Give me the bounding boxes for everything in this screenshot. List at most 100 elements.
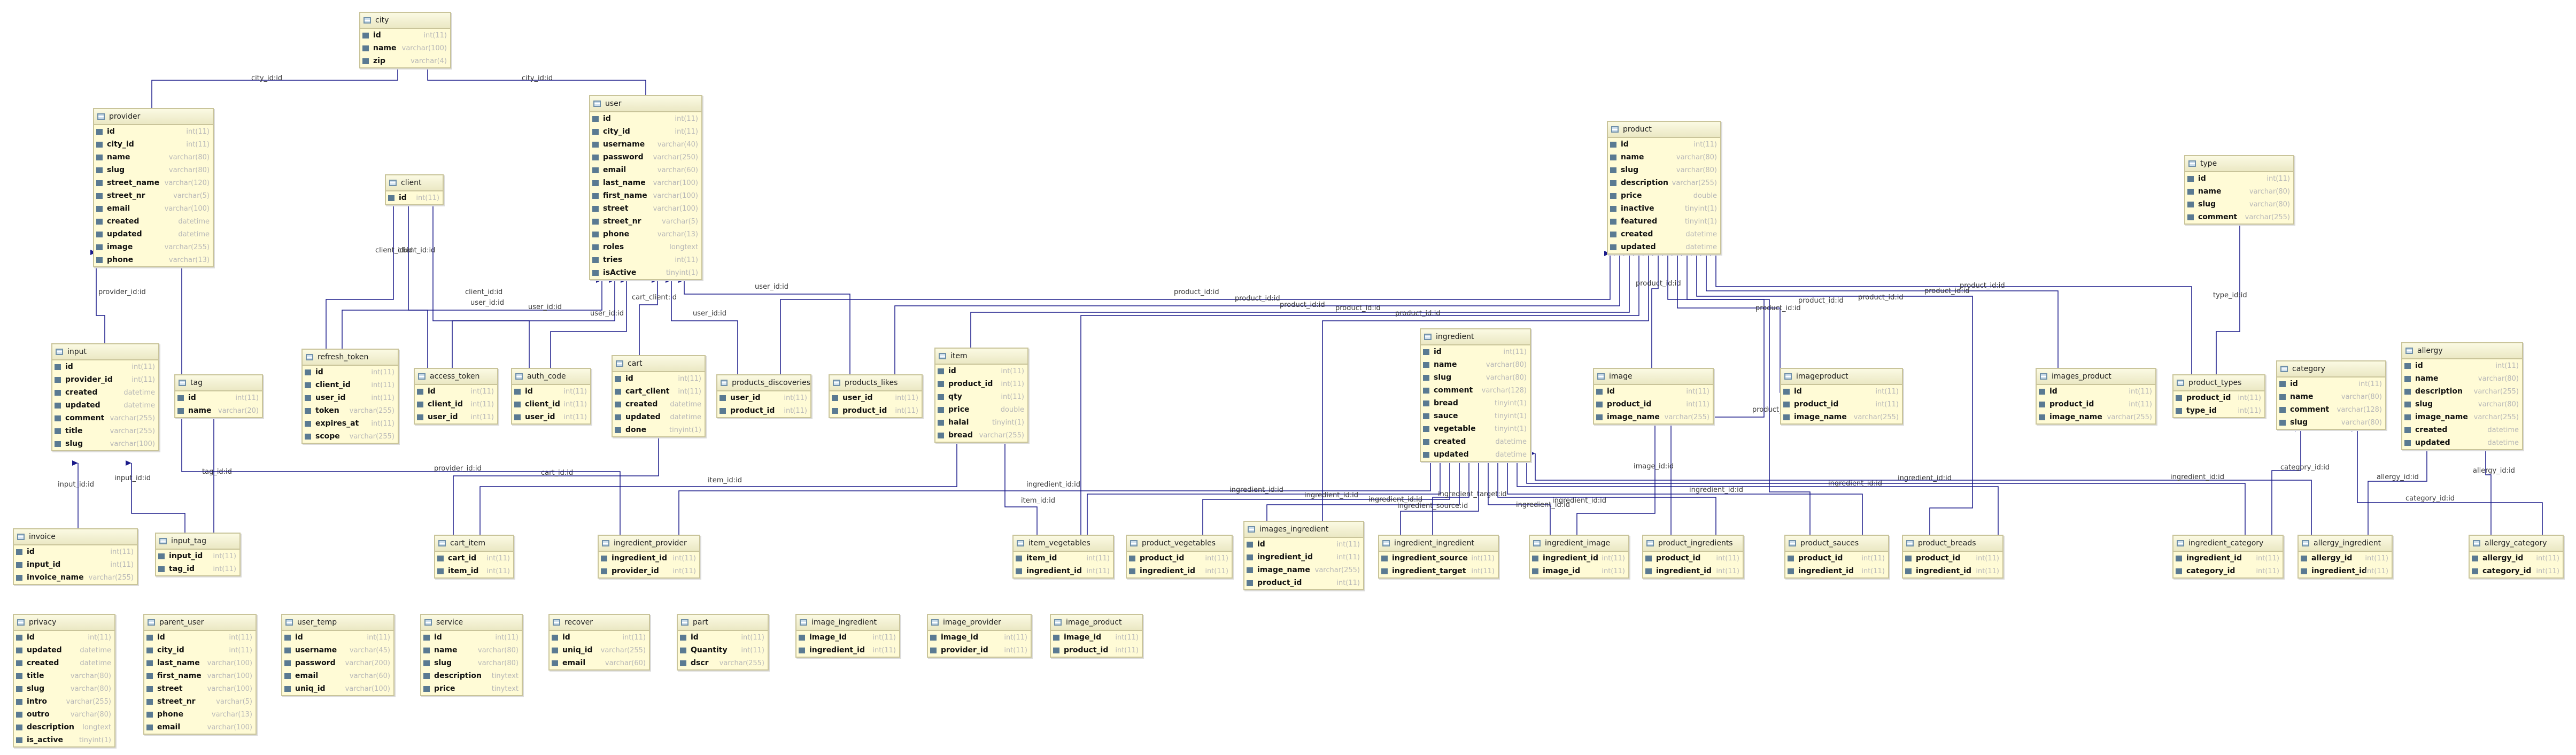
column-name: street [603, 204, 629, 213]
relation-line [678, 278, 850, 374]
table-name: city [375, 16, 389, 25]
column-icon [16, 574, 22, 581]
column-type: int(11) [371, 419, 394, 428]
column-type: tinyint(1) [669, 426, 701, 434]
column-type: datetime [1495, 437, 1527, 446]
column-name: id [434, 633, 442, 642]
table-name: products_discoveries [732, 379, 810, 387]
column-name: id [157, 633, 165, 642]
table-icon [681, 619, 689, 626]
table-header: privacy [14, 615, 114, 631]
column-name: image_name [1607, 413, 1660, 421]
column-name: image_name [1794, 413, 1847, 421]
column-type: varchar(100) [653, 191, 698, 200]
table-name: user_temp [297, 618, 337, 627]
column-icon [2404, 375, 2411, 382]
column-icon [146, 698, 153, 705]
table-header: products_likes [830, 375, 922, 391]
column-icon [1645, 555, 1652, 561]
column-type: varchar(80) [1676, 166, 1717, 174]
column-icon [2404, 401, 2411, 407]
column-type: varchar(128) [1481, 386, 1527, 395]
column-name: last_name [603, 179, 646, 187]
table-header: client [386, 175, 443, 191]
table-header: products_discoveries [717, 375, 810, 391]
table-name: cart_item [450, 539, 486, 548]
column-icon [158, 566, 165, 572]
column-type: varchar(80) [70, 684, 111, 693]
table-icon [2302, 540, 2309, 546]
column-name: id [27, 633, 35, 642]
column-icon [55, 441, 61, 447]
column-name: outro [27, 710, 50, 719]
table-icon [931, 619, 939, 626]
column-name: tag_id [169, 565, 195, 573]
relation-line [1266, 451, 1460, 521]
column-icon [680, 647, 686, 653]
table-header: parent_user [144, 615, 256, 631]
column-icon [2039, 414, 2045, 420]
table-icon [285, 619, 293, 626]
column-type: varchar(255) [979, 431, 1024, 440]
column-type: varchar(13) [657, 230, 698, 238]
relation-label: product_id:id [1395, 310, 1441, 318]
column-type: int(11) [1602, 554, 1625, 563]
table-name: product [1623, 125, 1652, 134]
column-type: int(11) [784, 394, 807, 402]
table-icon [97, 113, 105, 120]
column-type: int(11) [1716, 567, 1739, 575]
column-name: allergy_id [2311, 554, 2353, 563]
